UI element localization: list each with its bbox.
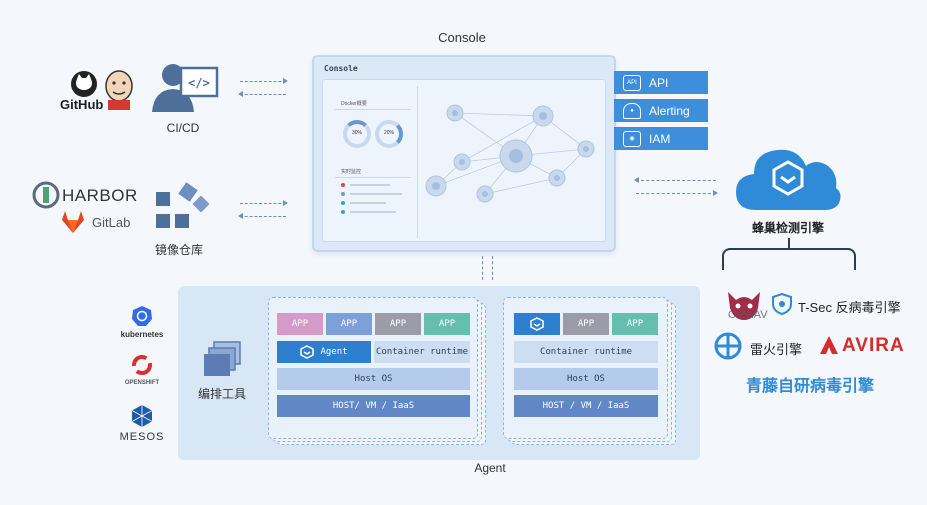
host-os-block: Host OS: [277, 368, 470, 390]
registry-icon: [152, 180, 212, 240]
iam-icon: ◉: [623, 130, 641, 147]
agent-label: Agent: [474, 461, 506, 475]
orchestration-icon: [200, 340, 244, 380]
app-block: APP: [326, 313, 372, 335]
agent-block: [514, 313, 560, 335]
cicd-arrow-in: [238, 91, 286, 97]
jenkins-icon: [103, 68, 135, 112]
leihuo-label: 雷火引擎: [750, 342, 803, 357]
api-icon: API: [623, 74, 641, 91]
host-os-block: Host OS: [514, 368, 658, 390]
container-runtime-block: Container runtime: [514, 341, 658, 363]
donut-2-pct: 20%: [383, 130, 394, 136]
registry-arrow-in: [238, 213, 286, 219]
gitlab-label: GitLab: [92, 215, 131, 230]
host-vm-iaas-block: HOST / VM / IaaS: [514, 395, 658, 417]
app-block: APP: [563, 313, 609, 335]
mesos-label: MESOS: [119, 431, 165, 443]
clamav-label: ClamAV: [728, 309, 768, 321]
agent-shield-icon: [300, 345, 315, 359]
cicd-label: CI/CD: [166, 121, 200, 135]
cicd-arrow-out: [240, 78, 288, 84]
network-graph: [425, 104, 595, 203]
orchestration-label: 编排工具: [197, 387, 246, 401]
api-button[interactable]: API API: [614, 71, 708, 94]
gitlab-icon: [60, 210, 86, 234]
console-screen: Docker概要 30% 20% 实时监控: [322, 79, 606, 242]
agent-block: Agent: [277, 341, 371, 363]
cloud-engine-icon: [732, 140, 844, 216]
qingteng-engine-label: 青藤自研病毒引擎: [746, 378, 875, 395]
host-card-right: APP APP Container runtime Host OS HOST /…: [503, 297, 668, 439]
agent-shield-icon: [530, 317, 544, 331]
svg-text:</>: </>: [188, 76, 210, 90]
registry-arrow-out: [240, 200, 288, 206]
donut-chart-2: [375, 120, 403, 148]
container-runtime-block: Container runtime: [374, 341, 470, 363]
donut-chart-1: [343, 120, 371, 148]
agent-arrow-up: [482, 256, 483, 280]
harbor-label: HARBOR: [62, 186, 138, 205]
docker-summary-label: Docker概要: [341, 101, 367, 107]
realtime-monitor-label: 实时监控: [341, 169, 362, 175]
detection-engine-label: 蜂巢检测引擎: [751, 221, 824, 235]
tsec-shield-icon: [772, 292, 792, 316]
openshift-label: OPENSHIFT: [124, 380, 160, 386]
engine-bracket-stem: [788, 238, 790, 249]
kubernetes-icon: [131, 305, 153, 327]
tsec-label: T-Sec 反病毒引擎: [798, 300, 901, 315]
registry-label: 镜像仓库: [154, 243, 203, 257]
app-block: APP: [612, 313, 658, 335]
kubernetes-label: kubernetes: [120, 330, 164, 339]
alerting-button[interactable]: ● Alerting: [614, 99, 708, 122]
engine-arrow-out: [636, 190, 718, 196]
github-icon: [71, 71, 97, 97]
divider: [335, 177, 411, 178]
app-block: APP: [277, 313, 323, 335]
app-block: APP: [375, 313, 421, 335]
alerting-button-label: Alerting: [649, 103, 690, 118]
divider: [335, 109, 411, 110]
github-label: GitHub: [60, 97, 104, 112]
donut-1-pct: 30%: [351, 130, 362, 136]
avira-icon: [818, 334, 840, 356]
leihuo-icon: [714, 332, 742, 360]
engine-arrow-in: [634, 177, 716, 183]
divider: [417, 86, 418, 238]
agent-block-label: Agent: [320, 347, 348, 357]
host-vm-iaas-block: HOST/ VM / IaaS: [277, 395, 470, 417]
developer-icon: </>: [150, 58, 220, 114]
host-card-left: APP APP APP APP Agent Container runtime …: [268, 297, 478, 439]
iam-button[interactable]: ◉ IAM: [614, 127, 708, 150]
console-heading: Console: [438, 30, 486, 45]
engine-bracket: [722, 248, 856, 270]
clamav-logo: [724, 288, 764, 322]
openshift-icon: [131, 354, 153, 376]
harbor-icon: [32, 181, 60, 209]
api-button-label: API: [649, 75, 669, 90]
console-window-title: Console: [324, 64, 358, 73]
alert-bell-icon: ●: [623, 102, 641, 119]
iam-button-label: IAM: [649, 131, 671, 146]
agent-arrow-down: [492, 256, 493, 280]
monitor-list: [341, 183, 402, 214]
mesos-icon: [131, 404, 153, 428]
app-block: APP: [424, 313, 470, 335]
avira-label: AVIRA: [842, 335, 905, 356]
console-window: Console Docker概要 30% 20% 实时监控: [312, 55, 616, 252]
github-logo: [62, 70, 106, 114]
